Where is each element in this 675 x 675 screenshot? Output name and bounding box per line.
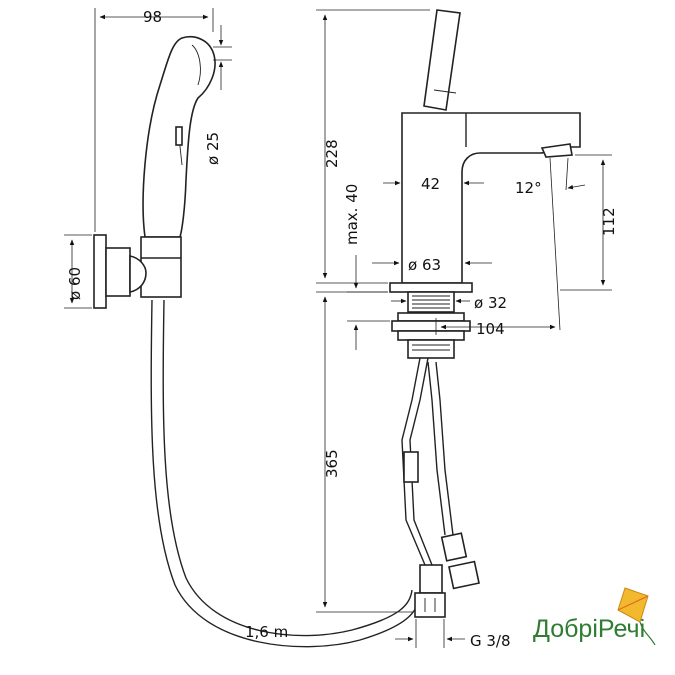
dim-104-label: 104 — [476, 320, 505, 338]
dim-spout-offset: 42 — [383, 175, 484, 193]
supply-hose-left-a — [401, 357, 426, 566]
dim-max-thickness: max. 40 — [343, 184, 390, 350]
shower-face-line — [191, 44, 201, 86]
logo-text: ДобріРечі — [533, 615, 645, 643]
supply-hose-right-b — [435, 361, 454, 536]
mixer-lever — [423, 9, 461, 111]
shower-trigger — [175, 126, 183, 146]
fitting-right-upper — [440, 532, 468, 562]
hose-inner-line — [162, 299, 413, 637]
dim-thread-diameter: ø 32 — [391, 294, 507, 312]
hose-outer-line — [150, 299, 421, 648]
dim-42-label: 42 — [421, 175, 440, 193]
hand-shower — [93, 36, 421, 648]
wall-connector — [105, 247, 131, 297]
dim-112-label: 112 — [600, 207, 618, 236]
supply-hose-left-b — [409, 357, 433, 566]
dim-32-label: ø 32 — [474, 294, 507, 312]
brand-logo: ДобріРечі — [533, 587, 656, 646]
hose-sleeve — [403, 451, 419, 483]
dim-connection-length: 365 — [316, 291, 413, 613]
clamp-plate — [391, 320, 471, 332]
dim-handshower-diameter: ø 25 — [204, 25, 232, 165]
dim-connection-thread: G 3/8 — [395, 619, 511, 650]
dim-63-label: ø 63 — [408, 256, 441, 274]
thread-shank — [407, 291, 455, 313]
dim-handshower-width: 98 — [94, 8, 214, 232]
dim-max40-label: max. 40 — [343, 184, 361, 245]
lower-thread — [407, 339, 455, 359]
dim-98-label: 98 — [143, 8, 162, 26]
lever-detail — [433, 89, 457, 94]
dim-base-diameter: ø 63 — [372, 256, 492, 274]
wall-connector-nose — [129, 255, 147, 293]
dim-12deg-label: 12° — [515, 179, 542, 197]
dim-g38-label: G 3/8 — [470, 632, 511, 650]
fitting-right-nut — [448, 560, 480, 590]
fitting-left-upper — [419, 564, 443, 594]
dim-spout-height: 112 — [560, 154, 618, 291]
shower-holder — [140, 236, 182, 298]
supply-hose-right-a — [427, 361, 446, 536]
dim-365-label: 365 — [323, 449, 341, 478]
dim-spout-angle: 12° — [515, 157, 586, 331]
dim-total-height: 228 — [316, 9, 430, 284]
fitting-left-nut — [414, 592, 446, 618]
dim-wall-mount: ø 60 — [64, 234, 92, 309]
hose-length-label: 1,6 m — [245, 623, 288, 641]
dim-228-label: 228 — [323, 139, 341, 168]
dim-25-label: ø 25 — [204, 132, 222, 165]
fixing-nut — [397, 330, 465, 341]
aerator — [540, 143, 573, 158]
mixer-base — [389, 282, 473, 293]
washer-top — [397, 312, 465, 322]
dim-60-label: ø 60 — [66, 267, 84, 300]
dim-spout-reach: 104 — [435, 318, 556, 338]
wall-rosette — [93, 234, 107, 309]
basin-mixer — [389, 9, 581, 618]
